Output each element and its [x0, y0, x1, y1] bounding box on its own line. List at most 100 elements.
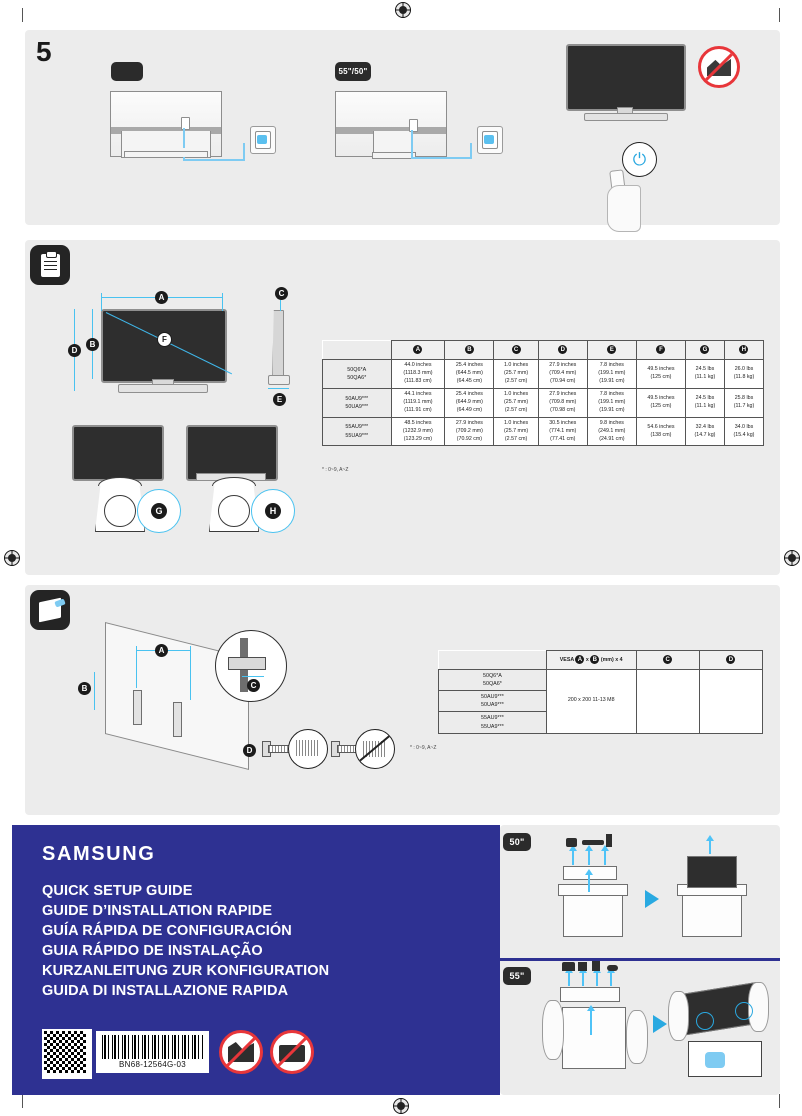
- dim-tick-a-left: [101, 293, 102, 311]
- unbox-55-accessory-4: [607, 965, 618, 971]
- vesa-header-dot-c: C: [663, 655, 673, 665]
- screw-hole-correct: [296, 740, 318, 756]
- power-button-callout: ⏻: [622, 142, 657, 177]
- crop-line-bottom-left: [22, 1094, 23, 1108]
- spec-cell-g: 24.5 lbs(11.1 kg): [684, 359, 725, 389]
- spec-cell-c: 1.0 inches(25.7 mm)(2.57 cm): [493, 387, 539, 418]
- scale-g-dial: [104, 495, 136, 527]
- spec-cell-b: 25.4 inches(644.9 mm)(64.49 cm): [444, 387, 495, 418]
- unbox-50-accessory-leg: [606, 834, 612, 847]
- spec-header-model: [322, 340, 391, 360]
- tv-side-profile: [272, 310, 284, 384]
- power-cable-left-seg3: [183, 159, 245, 161]
- unbox-55-accessory-1: [562, 962, 575, 971]
- unbox-50-carton-flap: [558, 884, 628, 896]
- vesa-table-row: 55AU9***55UA9***: [438, 711, 763, 734]
- spec-header-c: C: [493, 340, 539, 360]
- weight-callout-h: H: [251, 489, 295, 533]
- spec-cell-e: 7.8 inches(199.1 mm)(19.91 cm): [586, 359, 637, 389]
- spec-header-dot-b: B: [464, 345, 474, 355]
- spec-cell-h: 34.0 lbs(15.4 kg): [723, 416, 765, 447]
- wallmount-bracket-left: [133, 690, 142, 725]
- power-plug-left: [257, 135, 267, 144]
- unbox-50-step-arrow: [645, 890, 659, 908]
- tv-rear-band-right: [336, 127, 446, 134]
- dim-label-f: F: [157, 332, 172, 347]
- unbox-50-arrow-up-1: [585, 869, 593, 892]
- title-line-3: GUIA RÁPIDO DE INSTALAÇÃO: [42, 943, 263, 959]
- spec-cell-g: 32.4 lbs(14.7 kg): [684, 416, 725, 447]
- unbox-55-grip-circle-right: [735, 1002, 753, 1020]
- tv-stand-base-left: [124, 151, 208, 158]
- spec-cell-d: 30.5 inches(774.1 mm)(77.41 cm): [537, 416, 588, 447]
- wm-dim-label-c: C: [247, 679, 260, 692]
- spec-model-cell: 55AU9***55UA9***: [322, 416, 392, 447]
- power-cable-left-seg4: [243, 143, 245, 161]
- wm-dim-tick-a-l: [136, 646, 137, 688]
- vesa-header-model: [438, 650, 547, 670]
- power-cable-right-seg1: [411, 130, 413, 158]
- wm-dim-label-d: D: [243, 744, 256, 757]
- step-number: 5: [36, 36, 52, 67]
- spec-header-dot-c: C: [511, 345, 521, 355]
- unbox-55-arrow-1: [565, 967, 573, 986]
- unbox-50-lift-arrow: [706, 835, 714, 854]
- registration-mark-top: [395, 2, 411, 18]
- dim-line-e: [268, 388, 289, 389]
- tv-front-view: [566, 44, 686, 111]
- spec-header-d: D: [537, 340, 588, 360]
- power-cable-left-seg1: [183, 128, 185, 148]
- unbox-55-accessory-2: [578, 962, 587, 971]
- dim-label-e: E: [273, 393, 286, 406]
- registration-mark-right: [784, 550, 800, 566]
- unbox-50-arrow-up-3: [585, 845, 593, 865]
- qr-pattern: [44, 1031, 86, 1073]
- unbox-50-carton-2: [682, 890, 742, 937]
- vesa-value-cell: 200 x 200 11-13 M8: [545, 669, 637, 734]
- unbox-50-carton: [563, 890, 623, 937]
- hand-holding-remote: [607, 185, 641, 232]
- barcode-number: BN68-12564G-03: [119, 1060, 186, 1069]
- spec-cell-h: 26.0 lbs(11.8 kg): [723, 359, 765, 389]
- spec-model-cell: 50AU9***50UA9***: [322, 387, 392, 418]
- tv-rear-band: [111, 127, 221, 134]
- spec-header-dot-f: F: [656, 345, 666, 355]
- model-badge-right: 55"/50": [335, 62, 371, 81]
- unbox-55-foam: [560, 987, 620, 1002]
- spec-header-b: B: [444, 340, 495, 360]
- weight-callout-g: G: [137, 489, 181, 533]
- wall-mount-icon: [30, 590, 70, 630]
- tv-side-base: [268, 375, 290, 385]
- no-touch-glyph: [707, 58, 731, 76]
- no-press-screen-icon: [270, 1030, 314, 1074]
- wm-dim-line-b: [94, 672, 95, 710]
- wm-dim-tick-a-r: [190, 646, 191, 700]
- unbox-55-grip-circle-left: [696, 1012, 714, 1030]
- dim-label-a: A: [155, 291, 168, 304]
- tv-stand-base-right: [372, 152, 416, 159]
- vesa-header-d: D: [698, 650, 764, 670]
- spec-cell-d: 27.9 inches(709.8 mm)(70.98 cm): [537, 387, 588, 418]
- spec-cell-h: 25.8 lbs(11.7 kg): [723, 387, 765, 418]
- dim-line-c: [280, 300, 281, 311]
- unbox-50-arrow-up-4: [601, 845, 609, 865]
- dim-label-g: G: [151, 503, 167, 519]
- impact-glyph: [228, 1042, 254, 1062]
- dim-label-b: B: [86, 338, 99, 351]
- dim-label-c: C: [275, 287, 288, 300]
- wm-dim-label-a: A: [155, 644, 168, 657]
- crop-line-top-right: [779, 8, 780, 22]
- spec-cell-g: 24.5 lbs(11.1 kg): [684, 387, 725, 418]
- vesa-model-cell: 55AU9***55UA9***: [438, 711, 547, 734]
- screw-detail-bolt: [228, 657, 266, 670]
- wm-dim-line-c: [242, 676, 264, 677]
- unbox-50-accessory-stand: [566, 838, 577, 847]
- unboxing-badge-50: 50": [503, 833, 531, 851]
- unbox-55-arrow-3: [593, 967, 601, 986]
- unbox-55-person-left: [542, 1000, 564, 1060]
- registration-mark-bottom: [393, 1098, 409, 1114]
- vesa-model-cell: 50AU9***50UA9***: [438, 690, 547, 713]
- title-line-5: GUIDA DI INSTALLAZIONE RAPIDA: [42, 983, 289, 999]
